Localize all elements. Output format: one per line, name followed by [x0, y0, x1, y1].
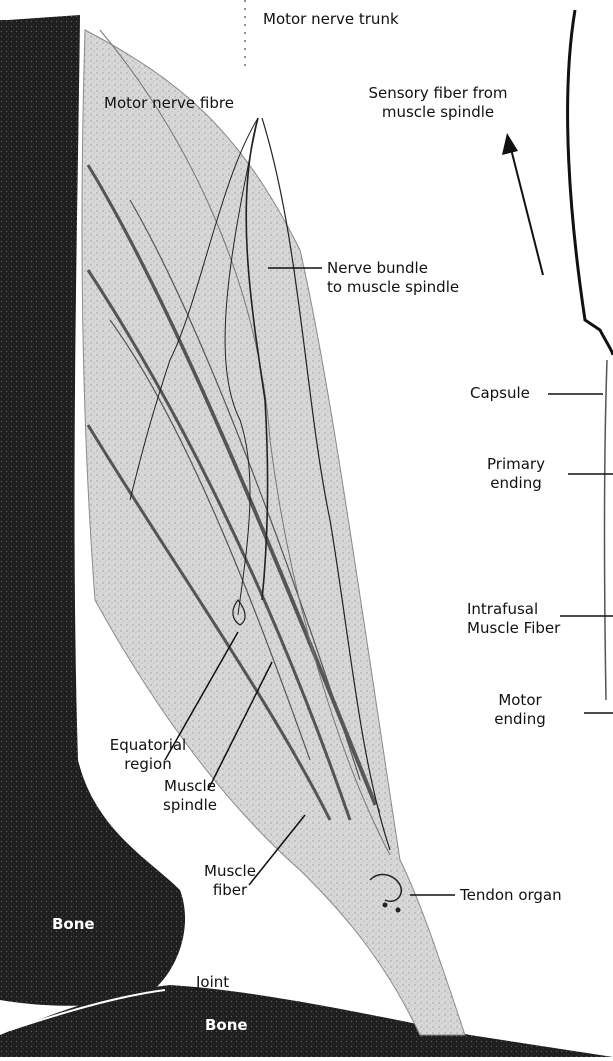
label-equatorial-line1: Equatorial [98, 736, 198, 755]
label-muscle-spindle: Muscle spindle [140, 777, 240, 815]
label-intrafusal-fiber: Intrafusal Muscle Fiber [467, 600, 560, 638]
label-nerve-bundle-line2: to muscle spindle [327, 278, 459, 297]
label-motor-nerve-trunk: Motor nerve trunk [263, 10, 399, 29]
intrafusal-edge [604, 360, 607, 700]
label-muscle-fiber: Muscle fiber [180, 862, 280, 900]
label-intrafusal-line1: Intrafusal [467, 600, 560, 619]
label-spindle-line2: spindle [140, 796, 240, 815]
label-motor-ending-line2: ending [470, 710, 570, 729]
label-primary-line1: Primary [466, 455, 566, 474]
label-tendon-organ: Tendon organ [460, 886, 562, 905]
label-muscle-fiber-line1: Muscle [180, 862, 280, 881]
label-sensory-fiber-line2: muscle spindle [348, 103, 528, 122]
label-joint: Joint [196, 973, 229, 992]
label-sensory-fiber-line1: Sensory fiber from [348, 84, 528, 103]
label-motor-nerve-fibre: Motor nerve fibre [104, 94, 234, 113]
label-spindle-line1: Muscle [140, 777, 240, 796]
label-capsule: Capsule [470, 384, 530, 403]
label-primary-ending: Primary ending [466, 455, 566, 493]
label-nerve-bundle-line1: Nerve bundle [327, 259, 459, 278]
label-bone-lower: Bone [205, 1016, 248, 1034]
label-motor-ending: Motor ending [470, 691, 570, 729]
label-sensory-fiber: Sensory fiber from muscle spindle [348, 84, 528, 122]
label-equatorial-line2: region [98, 755, 198, 774]
label-nerve-bundle: Nerve bundle to muscle spindle [327, 259, 459, 297]
label-intrafusal-line2: Muscle Fiber [467, 619, 560, 638]
label-muscle-fiber-line2: fiber [180, 881, 280, 900]
sensory-fiber [568, 10, 613, 355]
label-primary-line2: ending [466, 474, 566, 493]
label-motor-ending-line1: Motor [470, 691, 570, 710]
label-equatorial-region: Equatorial region [98, 736, 198, 774]
label-bone-upper: Bone [52, 915, 95, 933]
sensory-arrow [502, 133, 543, 275]
